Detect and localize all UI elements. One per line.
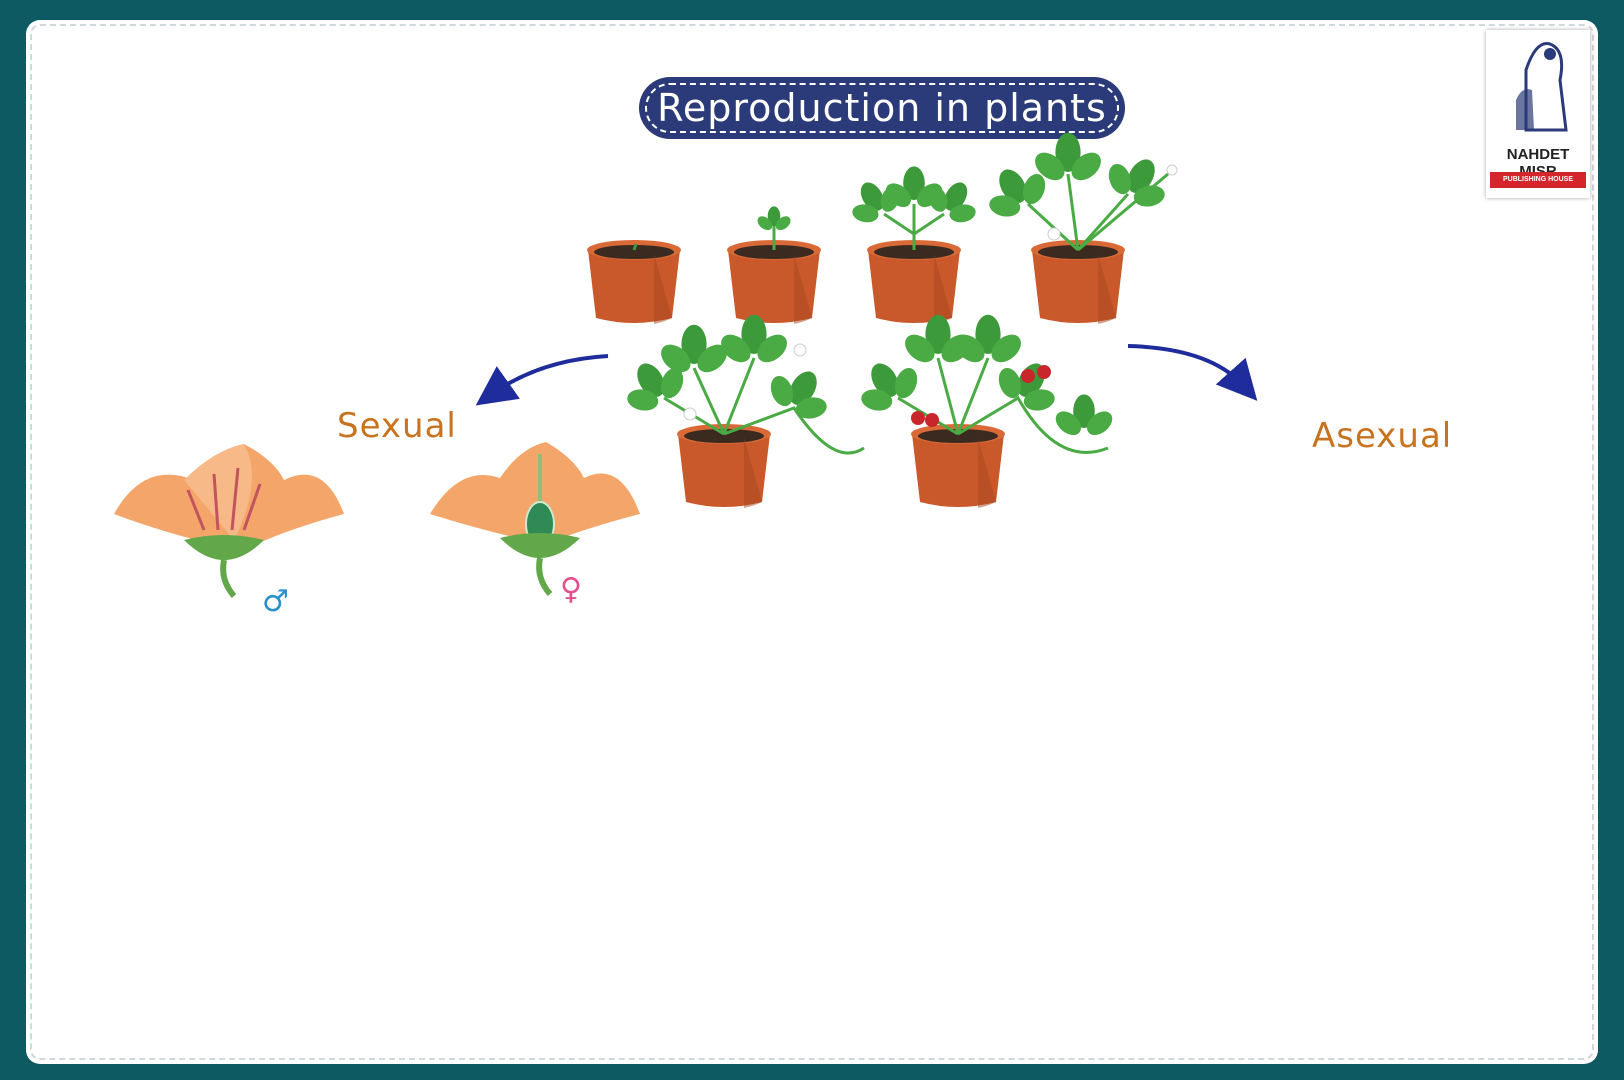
page-title: Reproduction in plants bbox=[657, 86, 1107, 130]
male-symbol: ♂ bbox=[262, 584, 289, 619]
asexual-arrow bbox=[1127, 344, 1258, 401]
publisher-logo: NAHDET MISR PUBLISHING HOUSE bbox=[1486, 30, 1590, 198]
pot-stage-2 bbox=[727, 206, 821, 324]
pot-fruiting-runner bbox=[845, 314, 1117, 508]
slide-board bbox=[26, 20, 1598, 1064]
pot-stage-1 bbox=[587, 240, 681, 324]
title-banner: Reproduction in plants bbox=[642, 80, 1122, 136]
logo-figure-icon bbox=[1516, 42, 1568, 132]
pot-flowering bbox=[611, 314, 865, 508]
female-symbol: ♀ bbox=[560, 572, 582, 607]
logo-tagline: PUBLISHING HOUSE bbox=[1490, 172, 1586, 188]
female-flower bbox=[430, 442, 640, 596]
sexual-arrow bbox=[475, 354, 609, 406]
asexual-label: Asexual bbox=[1312, 416, 1453, 456]
pot-stage-3 bbox=[838, 166, 990, 324]
pot-stage-4 bbox=[973, 132, 1181, 324]
male-flower bbox=[114, 444, 344, 598]
sexual-label: Sexual bbox=[337, 406, 457, 446]
